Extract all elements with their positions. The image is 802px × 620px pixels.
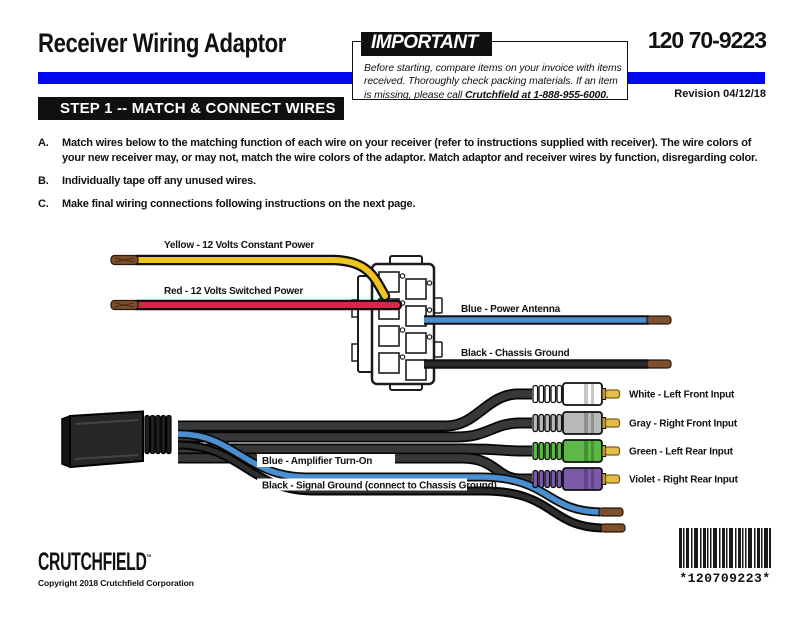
barcode-text: *120709223*: [679, 571, 770, 586]
important-label: IMPORTANT: [361, 32, 492, 56]
important-phone: Crutchfield at 1-888-955-6000.: [464, 89, 609, 101]
instruction-text: Make final wiring connections following …: [62, 198, 416, 210]
red-wire-bare-end: [110, 299, 139, 311]
yellow-wire-bare-end: [110, 254, 139, 266]
rca-plug-green: [532, 439, 621, 463]
label-blue-amp: Blue - Amplifier Turn-On: [262, 456, 372, 467]
black-plug: [61, 410, 172, 469]
logo-text: CRUTCHFIELD: [38, 548, 147, 576]
label-blue-antenna: Blue - Power Antenna: [461, 304, 561, 315]
instruction-a: A. Match wires below to the matching fun…: [38, 136, 764, 166]
page-title: Receiver Wiring Adaptor: [38, 28, 286, 58]
label-white-rca: White - Left Front Input: [629, 390, 735, 401]
yellow-wire: [130, 254, 391, 302]
blue-amp-wire: [177, 429, 601, 517]
barcode: *120709223*: [679, 528, 775, 593]
label-red-wire: Red - 12 Volts Switched Power: [164, 286, 303, 297]
important-notice: IMPORTANT Before starting, compare items…: [352, 32, 628, 102]
part-number: 120 70-9223: [647, 27, 767, 53]
barcode-bars: [679, 528, 771, 568]
instructions-list: A. Match wires below to the matching fun…: [38, 136, 764, 220]
label-bg: [257, 454, 395, 467]
instruction-b: B. Individually tape off any unused wire…: [38, 174, 764, 189]
instruction-text: Match wires below to the matching functi…: [62, 137, 758, 164]
label-gray-rca: Gray - Right Front Input: [629, 419, 738, 430]
black-signal-wire: [177, 440, 603, 533]
rca-plug-white: [532, 382, 621, 406]
crutchfield-logo: CRUTCHFIELD™: [38, 548, 152, 577]
footer-logo-block: CRUTCHFIELD™ Copyright 2018 Crutchfield …: [38, 548, 218, 588]
label-black-signal: Black - Signal Ground (connect to Chassi…: [262, 481, 497, 492]
rca-plug-gray: [532, 411, 621, 435]
black-ground-bare-end: [646, 359, 672, 369]
label-yellow-wire: Yellow - 12 Volts Constant Power: [164, 240, 314, 251]
copyright-text: Copyright 2018 Crutchfield Corporation: [38, 578, 194, 588]
instruction-c: C. Make final wiring connections followi…: [38, 197, 764, 212]
label-black-ground: Black - Chassis Ground: [461, 348, 569, 359]
important-text: Before starting, compare items on your i…: [364, 62, 622, 102]
revision-date: Revision 04/12/18: [674, 88, 766, 100]
rca-plug-violet: [532, 467, 621, 491]
instruction-text: Individually tape off any unused wires.: [62, 175, 256, 187]
blue-antenna-bare-end: [646, 315, 672, 325]
important-line2: received. Thoroughly check packing mater…: [364, 76, 618, 88]
instruction-letter: C.: [38, 198, 49, 210]
step-banner: STEP 1 -- MATCH & CONNECT WIRES: [38, 97, 344, 120]
important-line3: is missing, please call: [364, 89, 465, 101]
label-green-rca: Green - Left Rear Input: [629, 447, 734, 458]
trademark-mark: ™: [146, 553, 152, 562]
label-bg: [257, 478, 467, 491]
important-line1: Before starting, compare items on your i…: [364, 63, 622, 74]
blue-amp-bare-end: [598, 507, 624, 517]
label-violet-rca: Violet - Right Rear Input: [629, 475, 739, 486]
rca-cables: [178, 388, 532, 485]
instruction-letter: A.: [38, 137, 49, 149]
instruction-letter: B.: [38, 175, 49, 187]
black-signal-bare-end: [600, 523, 626, 533]
